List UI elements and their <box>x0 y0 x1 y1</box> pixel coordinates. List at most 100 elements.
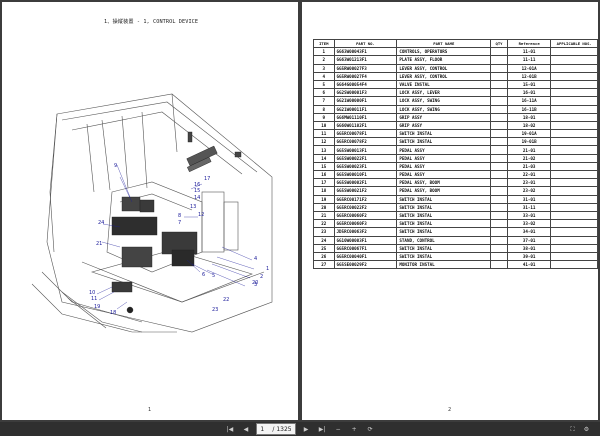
cell-item: 17 <box>313 178 335 188</box>
cell-reference: 23-02 <box>506 186 552 196</box>
prev-page-icon[interactable]: ◀ <box>243 425 249 433</box>
header-part-no: PART NO. <box>333 38 398 49</box>
cell-part-no: GG5SE00029F2 <box>333 260 398 270</box>
page-input[interactable] <box>260 425 271 433</box>
cell-applicable-nos <box>550 202 598 212</box>
cell-item: 8 <box>313 104 335 114</box>
cell-applicable-nos <box>550 161 598 172</box>
cell-qty <box>490 202 508 212</box>
cell-part-no: GG5RW00027F3 <box>333 63 398 73</box>
header-part-name: PART NAME <box>396 38 492 49</box>
cell-part-no: GG2SW00001F3 <box>333 88 398 98</box>
cell-part-no: GG5RC00078F1 <box>333 129 398 139</box>
cell-reference: 12-01B <box>506 71 552 81</box>
cell-reference: 11-11 <box>506 55 552 65</box>
cell-applicable-nos <box>550 210 598 221</box>
rotate-icon[interactable]: ⟳ <box>367 425 373 433</box>
last-page-icon[interactable]: ▶| <box>318 425 326 433</box>
cell-part-no: GG5RC00067F1 <box>333 243 398 253</box>
cell-item: 3 <box>313 63 335 73</box>
cell-qty <box>490 186 508 196</box>
cell-item: 22 <box>313 219 335 229</box>
settings-icon[interactable]: ⚙ <box>583 426 590 433</box>
cell-item: 25 <box>313 243 335 253</box>
first-page-icon[interactable]: |◀ <box>226 425 234 433</box>
cell-item: 26 <box>313 251 335 262</box>
cell-item: 18 <box>313 186 335 196</box>
cell-applicable-nos <box>550 55 598 65</box>
cell-qty <box>490 63 508 73</box>
cell-part-name: SWITCH INSTAL <box>396 210 492 221</box>
cell-qty <box>490 71 508 81</box>
cell-reference: 31-01 <box>506 194 552 204</box>
cell-part-no: GG5RC00022F2 <box>333 202 398 212</box>
cell-part-name: SWITCH INSTAL <box>396 137 492 147</box>
fullscreen-icon[interactable]: ⛶ <box>570 425 575 433</box>
callout-label: 14 <box>194 195 200 201</box>
cell-item: 12 <box>313 137 335 147</box>
cell-reference: 34-01 <box>506 227 552 237</box>
cell-reference: 16-01 <box>506 88 552 98</box>
callout-label: 3 <box>254 282 257 288</box>
cell-part-no: GG5SW00002F1 <box>333 178 398 188</box>
cell-reference: 16-11B <box>506 104 552 114</box>
cell-qty <box>490 235 508 245</box>
cell-reference: 12-01A <box>506 63 552 73</box>
cell-part-name: SWITCH INSTAL <box>396 251 492 262</box>
cell-part-no: GG5SW00021F2 <box>333 186 398 196</box>
document-page-1: 1、操縦装置 - 1, CONTROL DEVICE <box>2 2 298 420</box>
cell-part-name: GRIP ASSY <box>396 120 492 131</box>
cell-part-name: VALVE INSTAL <box>396 79 492 90</box>
cell-qty <box>490 79 508 90</box>
cell-reference: 33-01 <box>506 210 552 221</box>
cell-reference: 41-01 <box>506 260 552 270</box>
callout-label: 23 <box>212 307 218 313</box>
cell-item: 10 <box>313 120 335 131</box>
zoom-in-icon[interactable]: + <box>351 425 357 433</box>
cell-part-name: CONTROLS, OPERATORS <box>396 47 492 57</box>
cell-part-no: GG5SW00010F1 <box>333 169 398 180</box>
next-page-icon[interactable]: ▶ <box>303 425 309 433</box>
cell-item: 27 <box>313 260 335 270</box>
cell-qty <box>490 210 508 221</box>
cell-applicable-nos <box>550 169 598 180</box>
cell-item: 1 <box>313 47 335 57</box>
cell-qty <box>490 169 508 180</box>
cell-part-no: GG21W00000F1 <box>333 96 398 106</box>
cell-qty <box>490 219 508 229</box>
cell-applicable-nos <box>550 79 598 90</box>
cell-reference: 15-01 <box>506 79 552 90</box>
cell-part-name: LEVER ASSY, CONTROL <box>396 63 492 73</box>
cell-item: 6 <box>313 88 335 98</box>
callout-label: 8 <box>178 213 181 219</box>
cell-qty <box>490 129 508 139</box>
cell-item: 11 <box>313 129 335 139</box>
cell-applicable-nos <box>550 96 598 106</box>
cell-part-name: SWITCH INSTAL <box>396 129 492 139</box>
cell-applicable-nos <box>550 235 598 245</box>
header-item: ITEM <box>313 38 335 49</box>
cell-item: 5 <box>313 79 335 90</box>
cell-applicable-nos <box>550 243 598 253</box>
cell-reference: 37-01 <box>506 235 552 245</box>
cell-part-name: PEDAL ASSY, BOOM <box>396 186 492 196</box>
cell-part-no: JD5RC00063F2 <box>333 227 398 237</box>
cell-part-no: GG64G00054F4 <box>333 79 398 90</box>
cell-part-name: LEVER ASSY, CONTROL <box>396 71 492 81</box>
cell-item: 14 <box>313 153 335 163</box>
callout-label: 20 <box>252 280 258 286</box>
cell-part-no: GG10W00003F1 <box>333 235 398 245</box>
callout-label: 11 <box>91 296 97 302</box>
zoom-out-icon[interactable]: − <box>335 425 341 433</box>
cell-qty <box>490 178 508 188</box>
